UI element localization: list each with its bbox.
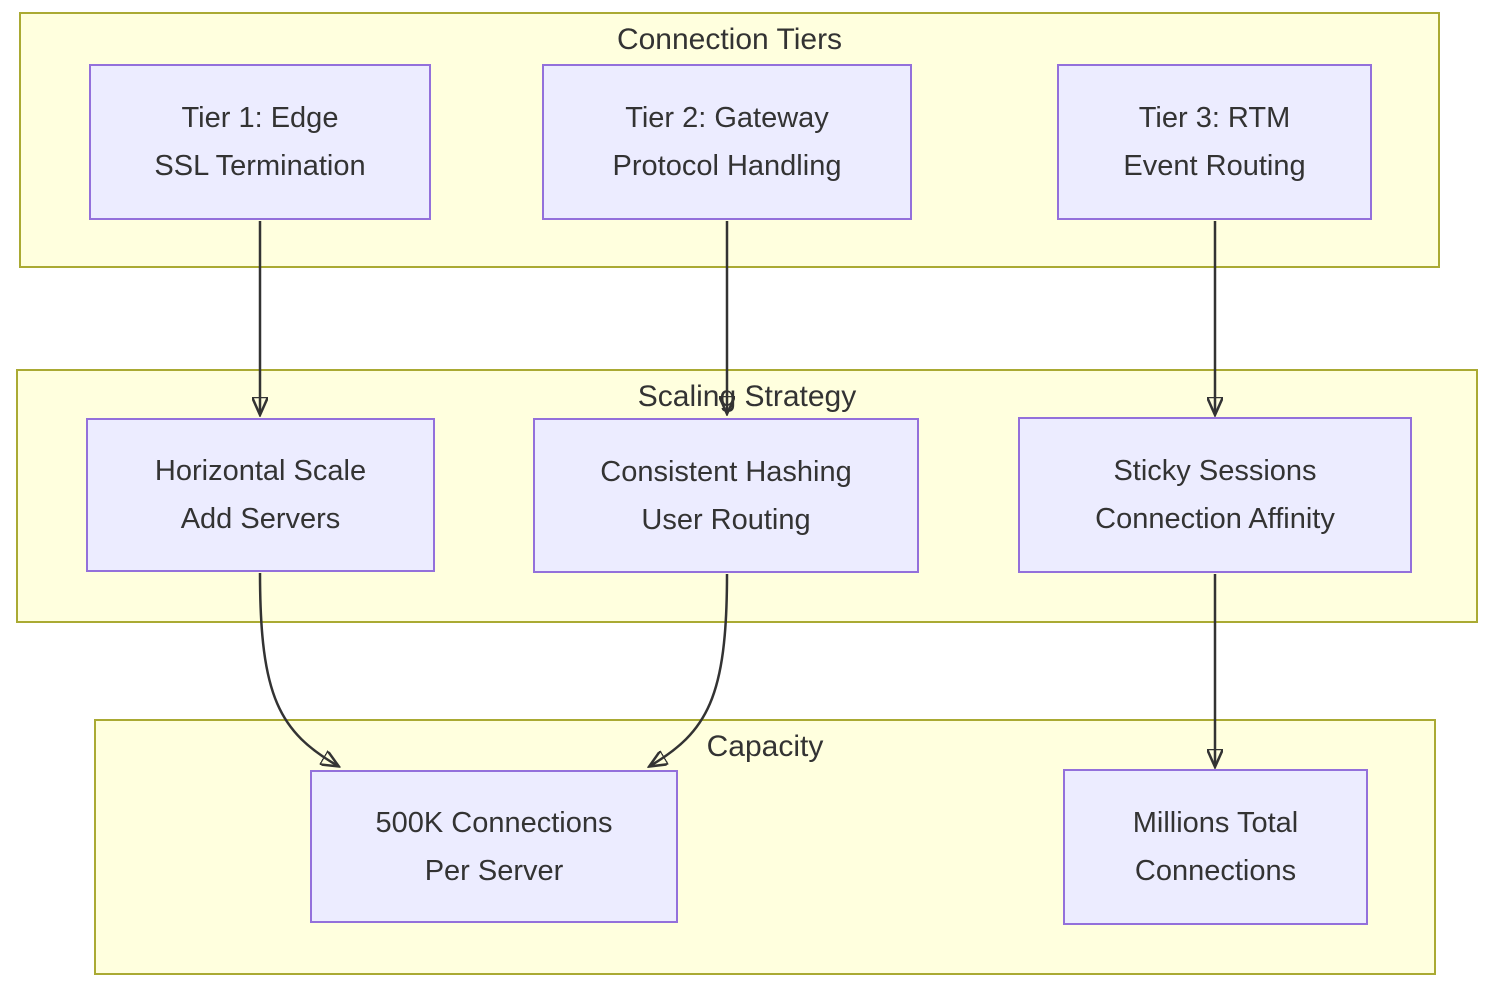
node-sticky-sessions-line2: Connection Affinity [1095,503,1335,535]
node-tier3-line1: Tier 3: RTM [1138,102,1291,134]
node-millions-connections: Millions Total Connections [1063,769,1368,925]
node-consistent-hashing: Consistent Hashing User Routing [533,418,919,573]
group-title-capacity: Capacity [706,730,824,763]
node-500k-connections: 500K Connections Per Server [310,770,678,923]
group-title-connection-tiers: Connection Tiers [616,23,843,56]
node-sticky-sessions: Sticky Sessions Connection Affinity [1018,417,1412,573]
node-tier3-rtm: Tier 3: RTM Event Routing [1057,64,1372,220]
node-tier1-line1: Tier 1: Edge [181,102,339,134]
node-tier2-line2: Protocol Handling [612,150,842,182]
node-millions-connections-line1: Millions Total [1132,807,1299,839]
node-tier2-gateway: Tier 2: Gateway Protocol Handling [542,64,912,220]
node-millions-connections-line2: Connections [1134,855,1297,887]
group-title-scaling-strategy: Scaling Strategy [637,380,857,413]
node-consistent-hashing-line2: User Routing [641,503,811,536]
node-500k-connections-line1: 500K Connections [375,806,613,839]
node-horizontal-scale: Horizontal Scale Add Servers [86,418,435,572]
node-tier1-line2: SSL Termination [154,150,366,182]
node-horizontal-scale-line1: Horizontal Scale [154,455,367,487]
node-horizontal-scale-line2: Add Servers [180,503,341,535]
node-sticky-sessions-line1: Sticky Sessions [1113,455,1317,487]
node-tier2-line1: Tier 2: Gateway [625,102,829,134]
node-consistent-hashing-line1: Consistent Hashing [600,455,852,488]
node-500k-connections-line2: Per Server [424,854,564,887]
node-tier3-line2: Event Routing [1123,150,1306,182]
node-tier1-edge: Tier 1: Edge SSL Termination [89,64,431,220]
